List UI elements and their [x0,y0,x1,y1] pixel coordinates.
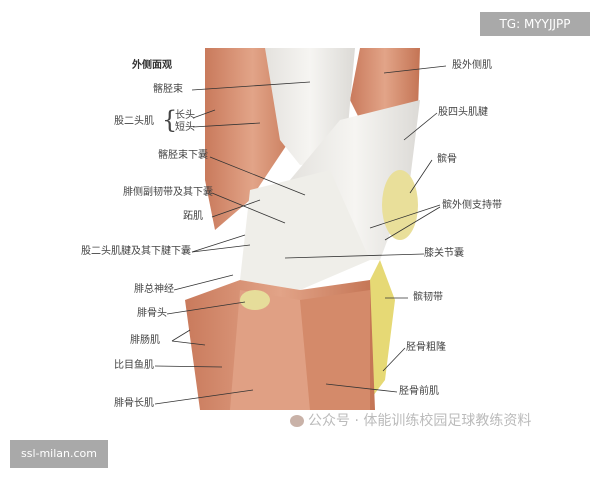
label-gastrocnemius: 腓肠肌 [130,335,160,346]
view-title: 外侧面观 [132,60,172,71]
wechat-icon [290,415,304,427]
label-peroneus-longus: 腓骨长肌 [114,398,154,409]
label-fibular-head: 腓骨头 [137,308,167,319]
label-knee-joint-capsule: 膝关节囊 [424,248,464,259]
label-tibial-tuberosity: 胫骨粗隆 [406,342,446,353]
label-short-head: 短头 [175,122,195,133]
tg-badge: TG: MYYJJPP [480,12,590,36]
label-biceps-femoris: 股二头肌 [114,116,154,127]
label-quadriceps-tendon: 股四头肌腱 [438,107,488,118]
label-tibialis-anterior: 胫骨前肌 [399,386,439,397]
brace-icon: { [162,106,178,134]
watermark-text: 公众号 · 体能训练校园足球教练资料 [308,413,532,429]
label-fibular-collateral-ligament: 腓侧副韧带及其下囊 [123,187,213,198]
watermark: 公众号 · 体能训练校园足球教练资料 [290,410,531,430]
label-lateral-patellar-retinaculum: 髌外侧支持带 [442,200,502,211]
label-soleus: 比目鱼肌 [114,360,154,371]
label-iliotibial-bursa: 髂胫束下囊 [158,150,208,161]
label-iliotibial-tract: 髂胫束 [153,84,183,95]
label-long-head: 长头 [175,110,195,121]
label-vastus-lateralis: 股外侧肌 [452,60,492,71]
label-patellar-ligament: 髌韧带 [413,292,443,303]
label-patella: 髌骨 [437,154,457,165]
label-biceps-tendon-bursa: 股二头肌腱及其下腱下囊 [81,246,191,257]
label-plantaris: 跖肌 [183,211,203,222]
site-badge: ssl-milan.com [10,440,108,468]
label-common-peroneal-nerve: 腓总神经 [134,284,174,295]
